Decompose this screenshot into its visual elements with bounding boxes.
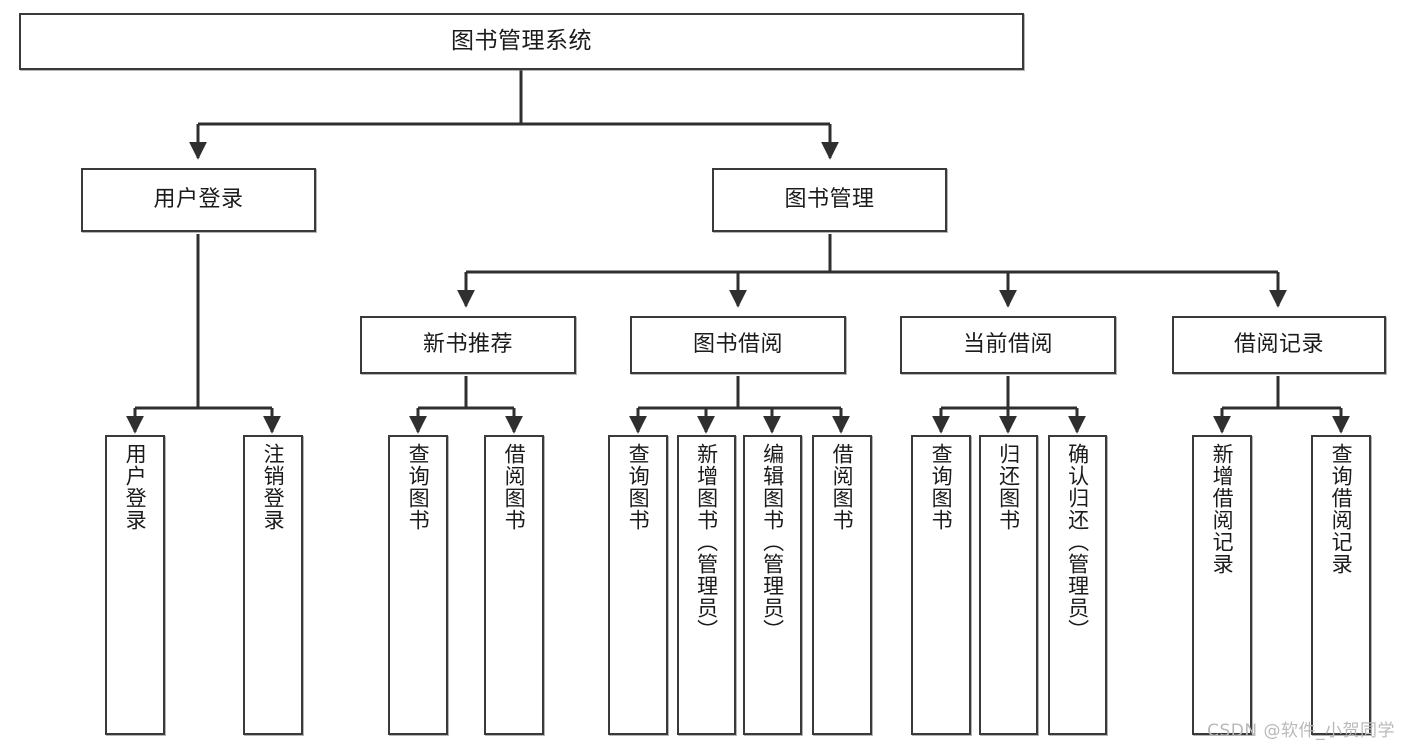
node-label: 借阅图书 — [830, 443, 855, 531]
node-label: 注销登录 — [261, 443, 286, 531]
node-label: 当前借阅 — [962, 331, 1053, 357]
leaf-query-borrow-record[interactable]: 查询借阅记录 — [1311, 435, 1371, 735]
node-label: 用户登录 — [123, 443, 148, 531]
node-label: 图书借阅 — [692, 331, 783, 357]
node-book-borrowing[interactable]: 图书借阅 — [630, 316, 846, 374]
node-current-borrowing[interactable]: 当前借阅 — [900, 316, 1116, 374]
node-label: 编辑图书（管理员） — [760, 443, 785, 641]
leaf-borrow-book-recommend[interactable]: 借阅图书 — [484, 435, 544, 735]
leaf-user-login[interactable]: 用户登录 — [105, 435, 165, 735]
node-label: 归还图书 — [996, 443, 1021, 531]
leaf-logout[interactable]: 注销登录 — [243, 435, 303, 735]
node-label: 确认归还（管理员） — [1065, 443, 1090, 641]
node-user-login[interactable]: 用户登录 — [81, 168, 316, 232]
watermark: CSDN @软件_小贺同学 — [1207, 721, 1395, 741]
leaf-return-book[interactable]: 归还图书 — [979, 435, 1038, 735]
leaf-borrow-book[interactable]: 借阅图书 — [812, 435, 872, 735]
node-label: 新书推荐 — [422, 331, 513, 357]
leaf-add-borrow-record[interactable]: 新增借阅记录 — [1192, 435, 1252, 735]
node-label: 查询图书 — [626, 443, 651, 531]
node-label: 图书管理 — [784, 186, 875, 212]
node-label: 查询图书 — [406, 443, 431, 531]
node-label: 新增图书（管理员） — [694, 443, 719, 641]
node-book-management[interactable]: 图书管理 — [712, 168, 947, 232]
leaf-query-book-current[interactable]: 查询图书 — [911, 435, 971, 735]
leaf-query-book-recommend[interactable]: 查询图书 — [388, 435, 448, 735]
leaf-edit-book-admin[interactable]: 编辑图书（管理员） — [743, 435, 802, 735]
leaf-query-book-borrow[interactable]: 查询图书 — [608, 435, 668, 735]
leaf-add-book-admin[interactable]: 新增图书（管理员） — [677, 435, 736, 735]
node-label: 借阅记录 — [1233, 331, 1324, 357]
node-label: 图书管理系统 — [451, 27, 592, 54]
node-label: 用户登录 — [153, 186, 244, 212]
node-label: 查询图书 — [929, 443, 954, 531]
node-label: 借阅图书 — [502, 443, 527, 531]
node-new-book-recommendation[interactable]: 新书推荐 — [360, 316, 576, 374]
leaf-confirm-return-admin[interactable]: 确认归还（管理员） — [1048, 435, 1107, 735]
node-borrowing-record[interactable]: 借阅记录 — [1172, 316, 1386, 374]
node-root-book-management-system[interactable]: 图书管理系统 — [19, 13, 1024, 70]
node-label: 查询借阅记录 — [1329, 443, 1354, 575]
node-label: 新增借阅记录 — [1210, 443, 1235, 575]
